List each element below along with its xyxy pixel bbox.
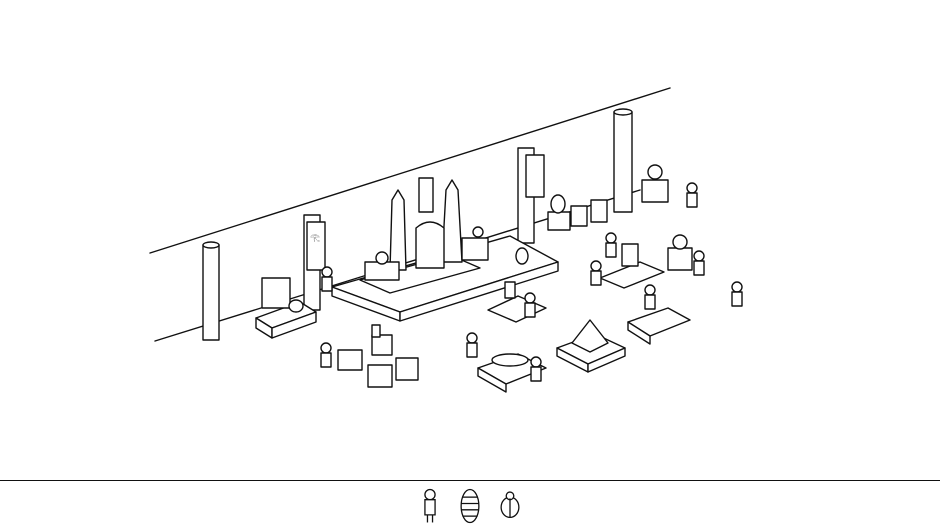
central-platform[interactable] bbox=[332, 236, 558, 321]
hidden-scarab-target[interactable] bbox=[496, 487, 524, 525]
sleeping-figure-pedestal[interactable] bbox=[478, 354, 546, 392]
visitor[interactable] bbox=[322, 267, 332, 291]
hidden-objects-bar bbox=[0, 480, 940, 530]
scarab-icon bbox=[496, 487, 524, 525]
column-right[interactable] bbox=[614, 109, 632, 212]
svg-text:𓂀: 𓂀 bbox=[310, 233, 320, 242]
visitor[interactable] bbox=[531, 357, 541, 381]
banner-pillar-center[interactable] bbox=[518, 148, 544, 243]
display-stand-left[interactable] bbox=[256, 278, 316, 338]
visitor[interactable] bbox=[591, 261, 601, 285]
mummy-icon bbox=[456, 487, 484, 525]
cat-statue-case[interactable] bbox=[642, 165, 668, 202]
sphinx-case-right[interactable] bbox=[628, 308, 690, 344]
game-scene[interactable]: 𓂀 bbox=[0, 0, 940, 480]
visitor[interactable] bbox=[321, 343, 331, 367]
hidden-person-target[interactable] bbox=[416, 487, 444, 525]
pyramid-exhibit[interactable] bbox=[557, 320, 625, 372]
display-case-center[interactable] bbox=[462, 227, 488, 260]
column-left[interactable] bbox=[203, 242, 219, 340]
obelisk-right[interactable] bbox=[442, 180, 462, 262]
exhibit-table-right[interactable] bbox=[600, 244, 664, 288]
obelisk-left[interactable] bbox=[390, 190, 406, 270]
visitor[interactable] bbox=[645, 285, 655, 309]
visitor[interactable] bbox=[732, 282, 742, 306]
sphinx-statue[interactable] bbox=[365, 252, 399, 280]
bust-case-right[interactable] bbox=[668, 235, 692, 270]
visitor[interactable] bbox=[606, 233, 616, 257]
hidden-mummy-target[interactable] bbox=[456, 487, 484, 525]
visitor[interactable] bbox=[687, 183, 697, 207]
display-boxes-topright[interactable] bbox=[548, 195, 607, 230]
vase-small[interactable] bbox=[516, 248, 528, 264]
visitor[interactable] bbox=[525, 293, 535, 317]
visitor[interactable] bbox=[467, 333, 477, 357]
sarcophagus[interactable] bbox=[416, 178, 444, 268]
visitor[interactable] bbox=[694, 251, 704, 275]
person-icon bbox=[416, 487, 444, 525]
display-boxes-cluster[interactable] bbox=[338, 325, 418, 387]
banner-pillar-left[interactable]: 𓂀 bbox=[304, 215, 325, 310]
